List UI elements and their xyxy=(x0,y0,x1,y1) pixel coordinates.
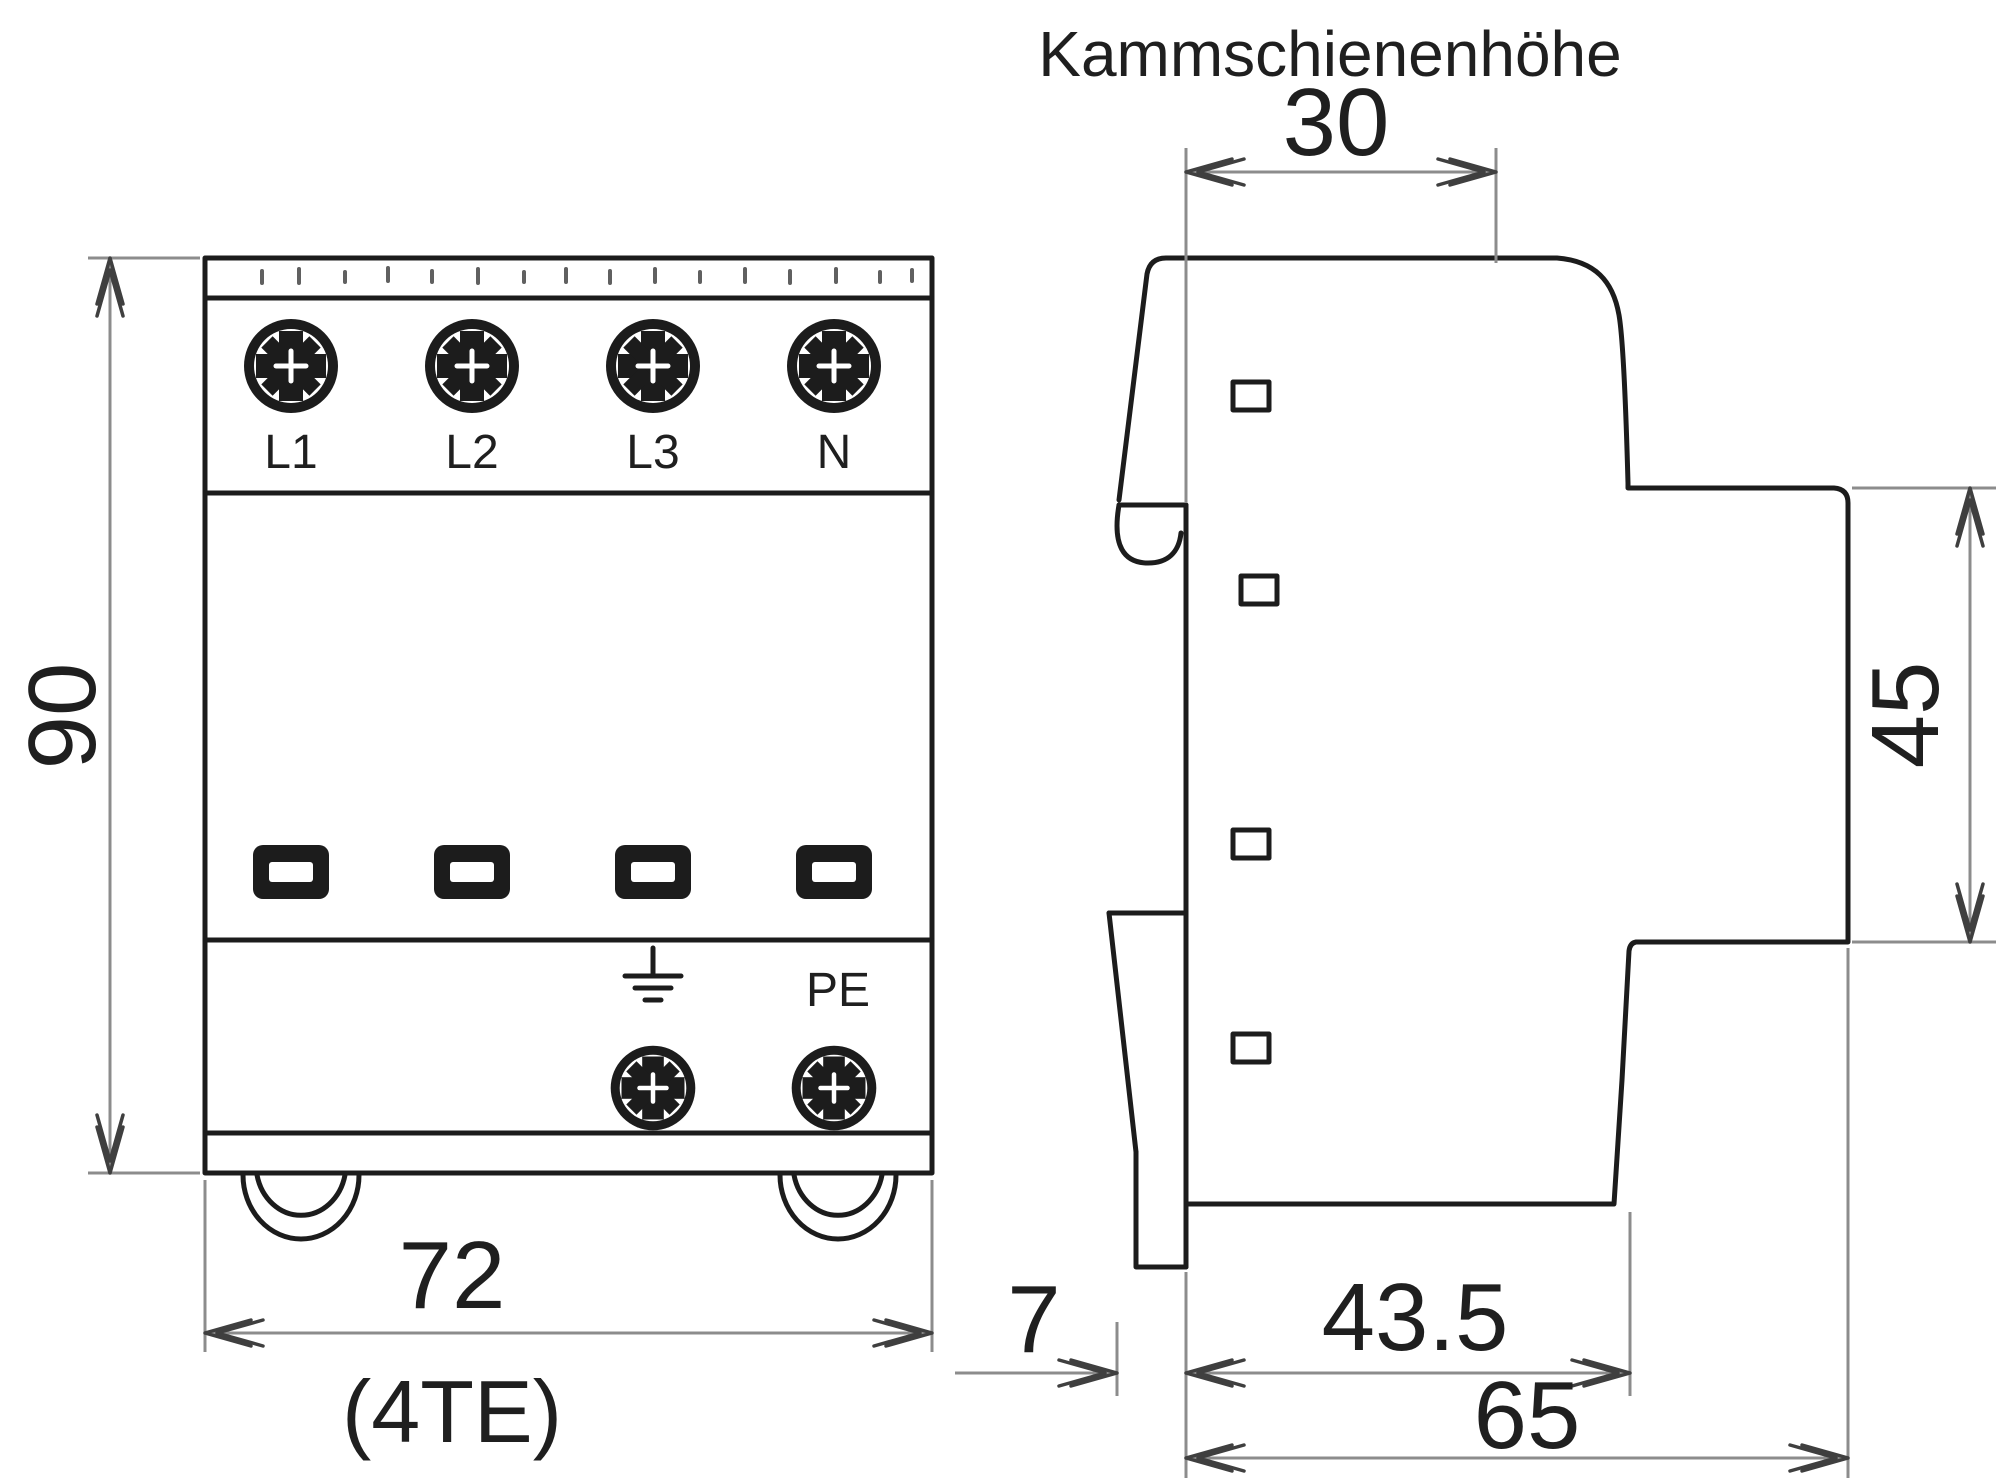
terminal-screws-top xyxy=(244,319,881,413)
dimension-arrows xyxy=(95,157,1985,1473)
pe-terminal-screw-icon xyxy=(791,1045,877,1131)
side-view-outline xyxy=(1116,255,1851,1207)
side-window-icon xyxy=(1238,573,1280,607)
pe-terminal-screw-icon xyxy=(610,1045,696,1131)
terminal-label-l1: L1 xyxy=(264,426,317,479)
dim-label-72: 72 xyxy=(399,1222,506,1329)
din-rail-clip-icon xyxy=(1106,910,1189,1270)
terminal-screws-bottom xyxy=(610,1045,877,1131)
terminal-label-n: N xyxy=(817,426,852,479)
indicator-windows xyxy=(253,845,872,899)
busbar-note-label: Kammschienenhöhe xyxy=(1038,18,1621,90)
terminal-label-pe: PE xyxy=(806,964,870,1017)
indicator-window xyxy=(434,845,510,899)
terminal-label-l2: L2 xyxy=(445,426,498,479)
dimension-lines xyxy=(88,148,1996,1478)
dim-label-30: 30 xyxy=(1283,69,1390,176)
side-square-windows xyxy=(1230,379,1280,1065)
labels: Kammschienenhöhe 30 90 45 72 (4TE) 7 43.… xyxy=(9,18,1959,1469)
side-window-icon xyxy=(1230,827,1272,861)
dim-72 xyxy=(203,1180,934,1352)
dim-label-43-5: 43.5 xyxy=(1322,1264,1509,1371)
side-window-icon xyxy=(1230,379,1272,413)
terminal-screw-icon xyxy=(244,319,338,413)
terminal-screw-icon xyxy=(425,319,519,413)
side-window-icon xyxy=(1230,1031,1272,1065)
terminal-label-l3: L3 xyxy=(626,426,679,479)
dim-7-and-43-5 xyxy=(955,1212,1632,1478)
dim-30 xyxy=(1184,148,1498,503)
front-view xyxy=(202,255,935,1242)
dim-45 xyxy=(1852,486,1996,944)
mounting-claw-left xyxy=(240,1172,362,1242)
earth-ground-icon xyxy=(622,945,684,1003)
dim-label-4te: (4TE) xyxy=(342,1362,562,1461)
side-view xyxy=(1106,255,1851,1270)
terminal-screw-icon xyxy=(787,319,881,413)
dim-label-7: 7 xyxy=(1007,1266,1060,1373)
mounting-claw-right xyxy=(777,1172,899,1242)
din-rail-hook-upper xyxy=(1114,502,1184,566)
indicator-window xyxy=(796,845,872,899)
dim-label-45: 45 xyxy=(1852,662,1959,769)
dim-label-90: 90 xyxy=(9,663,116,770)
indicator-window xyxy=(615,845,691,899)
front-view-outline xyxy=(202,255,935,1176)
dim-90 xyxy=(88,256,200,1175)
dim-65 xyxy=(1186,948,1850,1478)
indicator-window xyxy=(253,845,329,899)
vent-dashes xyxy=(260,266,914,285)
terminal-screw-icon xyxy=(606,319,700,413)
dim-label-65: 65 xyxy=(1474,1362,1581,1469)
